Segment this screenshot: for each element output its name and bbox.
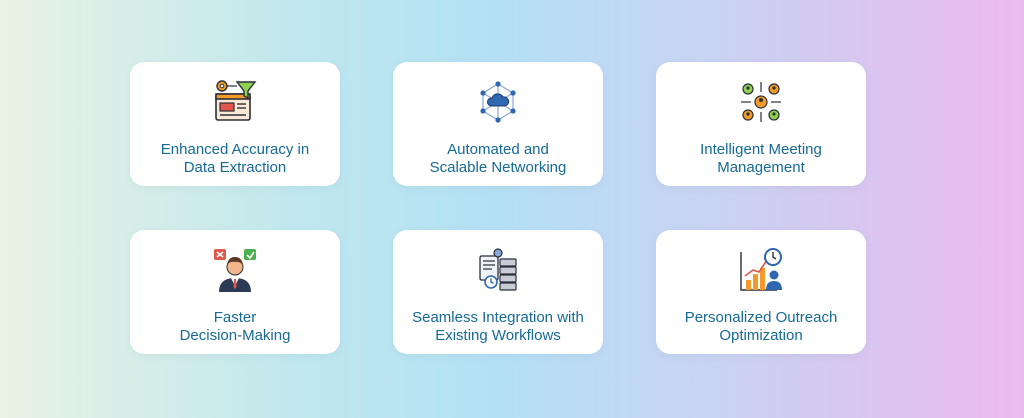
workflow-integration-icon [474, 246, 522, 294]
label-line-1: Intelligent Meeting [700, 141, 822, 158]
label-line-2: Existing Workflows [435, 327, 561, 344]
label-line-2: Decision-Making [179, 327, 291, 344]
label-line-2: Data Extraction [183, 159, 287, 176]
feature-card-label: Personalized Outreach Optimization [662, 309, 860, 345]
label-line-1: Enhanced Accuracy in [160, 141, 310, 158]
cloud-network-icon [474, 78, 522, 126]
feature-card-label: Seamless Integration with Existing Workf… [399, 309, 597, 345]
label-line-2: Management [717, 159, 805, 176]
feature-card-networking: Automated and Scalable Networking [393, 62, 603, 186]
growth-chart-icon [737, 246, 785, 294]
label-line-1: Seamless Integration with [412, 309, 584, 326]
feature-card-integration: Seamless Integration with Existing Workf… [393, 230, 603, 354]
decision-person-icon [211, 246, 259, 294]
meeting-people-icon [737, 78, 785, 126]
feature-card-label: Enhanced Accuracy in Data Extraction [136, 141, 334, 177]
label-line-1: Personalized Outreach [684, 309, 838, 326]
feature-card-decision: Faster Decision-Making [130, 230, 340, 354]
feature-card-label: Intelligent Meeting Management [662, 141, 860, 177]
label-line-1: Automated and [447, 141, 549, 158]
feature-card-label: Automated and Scalable Networking [399, 141, 597, 177]
data-funnel-icon [211, 78, 259, 126]
feature-card-label: Faster Decision-Making [136, 309, 334, 345]
feature-card-meeting: Intelligent Meeting Management [656, 62, 866, 186]
label-line-2: Scalable Networking [429, 159, 567, 176]
label-line-1: Faster [213, 309, 257, 326]
label-line-2: Optimization [719, 327, 803, 344]
feature-card-data-extraction: Enhanced Accuracy in Data Extraction [130, 62, 340, 186]
feature-card-outreach: Personalized Outreach Optimization [656, 230, 866, 354]
